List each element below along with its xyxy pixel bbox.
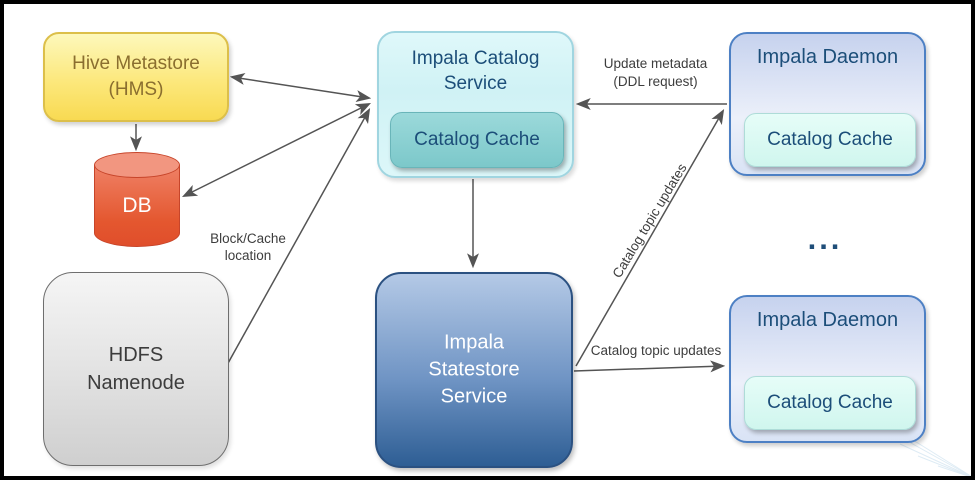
more-daemons-ellipsis: ... bbox=[807, 221, 843, 256]
edge-hms-catalog-bidirectional bbox=[229, 73, 372, 102]
node-impala-catalog-service: Impala Catalog Service Catalog Cache bbox=[377, 31, 574, 178]
hive-metastore-label-line1: Hive Metastore bbox=[72, 53, 200, 74]
statestore-label-line2: Statestore bbox=[428, 358, 520, 381]
hdfs-label-line1: HDFS bbox=[108, 344, 164, 366]
db-label: DB bbox=[122, 194, 152, 217]
label-catalog-topic-updates-horizontal: Catalog topic updates bbox=[590, 343, 722, 358]
catalog-service-cache: Catalog Cache bbox=[390, 112, 564, 168]
daemon-bottom-cache: Catalog Cache bbox=[744, 376, 916, 430]
catalog-service-label-line2: Service bbox=[443, 73, 508, 94]
node-hdfs-namenode: HDFS Namenode bbox=[43, 272, 229, 466]
node-impala-statestore-service: Impala Statestore Service bbox=[375, 272, 573, 468]
edge-hdfs-to-catalog bbox=[226, 108, 371, 366]
hive-metastore-label-line2: (HMS) bbox=[108, 79, 164, 100]
edge-statestore-to-daemon2 bbox=[573, 360, 726, 373]
node-db-cylinder: DB bbox=[94, 152, 180, 247]
label-block-cache-line2: location bbox=[224, 248, 272, 263]
label-update-metadata: Update metadata (DDL request) bbox=[578, 55, 733, 91]
label-update-metadata-line2: (DDL request) bbox=[613, 74, 698, 89]
edge-statestore-to-daemon1 bbox=[575, 109, 725, 367]
node-impala-daemon-bottom: Impala Daemon Catalog Cache bbox=[729, 295, 926, 443]
hdfs-label-line2: Namenode bbox=[87, 372, 185, 394]
catalog-service-label-line1: Impala Catalog bbox=[411, 48, 540, 69]
node-impala-daemon-top: Impala Daemon Catalog Cache bbox=[729, 32, 926, 176]
label-block-cache-location: Block/Cache location bbox=[199, 230, 297, 264]
label-block-cache-line1: Block/Cache bbox=[210, 231, 286, 246]
statestore-label-line3: Service bbox=[440, 385, 508, 408]
label-update-metadata-line1: Update metadata bbox=[603, 56, 708, 71]
db-cylinder-top bbox=[94, 152, 180, 178]
daemon-top-cache: Catalog Cache bbox=[744, 113, 916, 167]
daemon-bottom-label: Impala Daemon bbox=[756, 309, 899, 331]
statestore-label-line1: Impala bbox=[443, 331, 505, 354]
db-cylinder-body bbox=[94, 165, 180, 247]
daemon-top-label: Impala Daemon bbox=[756, 46, 899, 68]
node-hive-metastore: Hive Metastore (HMS) bbox=[43, 32, 229, 122]
edge-db-catalog-bidirectional bbox=[181, 102, 372, 198]
